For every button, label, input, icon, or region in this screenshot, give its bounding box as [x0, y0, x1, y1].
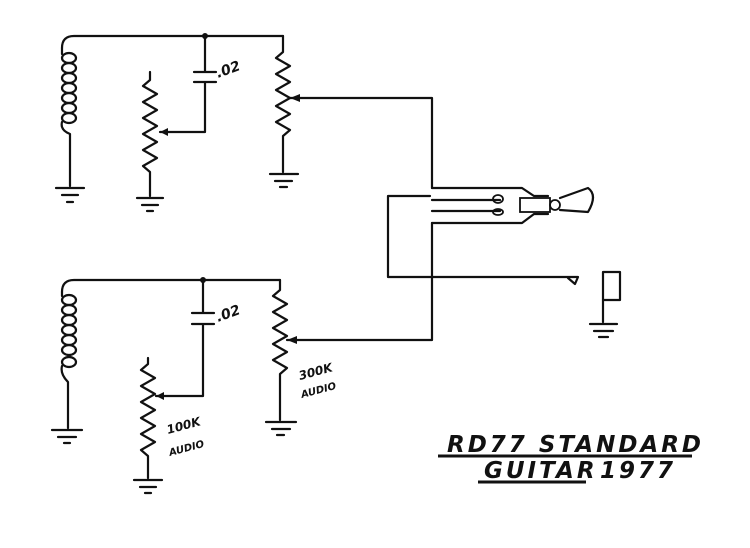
title-line-2-year: 1977: [600, 458, 676, 484]
upper-pickup-coil-icon: [60, 46, 78, 188]
volume-pot-taper-label: AUDIO: [299, 381, 338, 401]
lower-circuit: .02 100K AUDIO 300K AUDIO: [50, 221, 434, 495]
upper-capacitor-label: .02: [214, 58, 243, 82]
lower-bus-wire: [60, 278, 282, 294]
output-jack-icon: [386, 186, 622, 339]
upper-tone-pot-icon: [141, 70, 159, 198]
upper-volume-pot-icon: [274, 34, 434, 190]
ground-icon: [132, 478, 164, 495]
upper-capacitor-icon: [158, 34, 218, 136]
title-line-1: RD77 STANDARD: [447, 432, 704, 458]
ground-icon: [268, 172, 300, 189]
ground-icon: [54, 186, 86, 204]
lower-capacitor-icon: [154, 278, 216, 400]
volume-pot-value-label: 300K: [297, 360, 335, 383]
ground-icon: [264, 420, 298, 437]
ground-icon: [50, 428, 84, 445]
lower-volume-pot-icon: [271, 221, 434, 422]
ground-icon: [135, 196, 165, 213]
lower-tone-pot-icon: [139, 356, 157, 480]
upper-circuit: .02: [54, 33, 434, 213]
diagram-title: RD77 STANDARD GUITAR 1977: [438, 432, 704, 484]
title-line-2-guitar: GUITAR: [484, 458, 598, 484]
lower-pickup-coil-icon: [60, 290, 78, 430]
lower-capacitor-label: .02: [214, 302, 243, 326]
tone-pot-value-label: 100K: [165, 414, 203, 437]
tone-pot-taper-label: AUDIO: [167, 439, 206, 459]
upper-bus-wire: [60, 34, 285, 50]
